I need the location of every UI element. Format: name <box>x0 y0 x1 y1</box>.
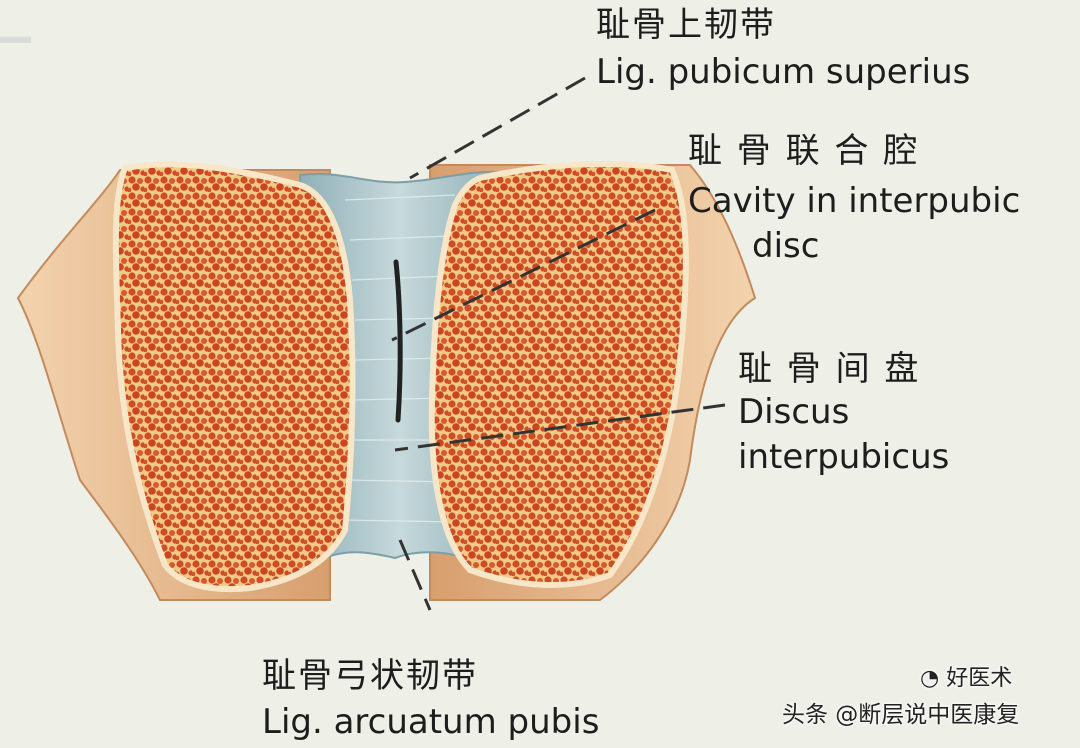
superior-ligament-label-en: Lig. pubicum superius <box>596 52 971 92</box>
right-cancellous-bone <box>428 160 689 589</box>
symphyseal-cavity <box>393 259 403 423</box>
watermark-brand: ◔ 好医术 <box>920 666 1013 691</box>
disc-label-en-line2: interpubicus <box>738 437 950 477</box>
wechat-icon: ◔ <box>920 666 940 691</box>
disc-label-en-line1: Discus <box>738 392 850 432</box>
watermark-source: 头条 @断层说中医康复 <box>782 702 1020 728</box>
arcuate-ligament-label-zh: 耻骨弓状韧带 <box>262 656 478 696</box>
left-cancellous-bone <box>112 161 356 593</box>
cavity-label-zh: 耻 骨 联 合 腔 <box>688 131 920 171</box>
arcuate-ligament-label-en: Lig. arcuatum pubis <box>262 702 600 742</box>
background-ghost-text: ▁ <box>0 0 31 42</box>
cavity-label-en-line1: Cavity in interpubic <box>688 181 1021 221</box>
disc-label-zh: 耻 骨 间 盘 <box>738 349 921 389</box>
superior-ligament-label-zh: 耻骨上韧带 <box>596 5 776 45</box>
leader-lines <box>391 76 726 611</box>
cavity-label-en-line2: disc <box>752 226 820 266</box>
